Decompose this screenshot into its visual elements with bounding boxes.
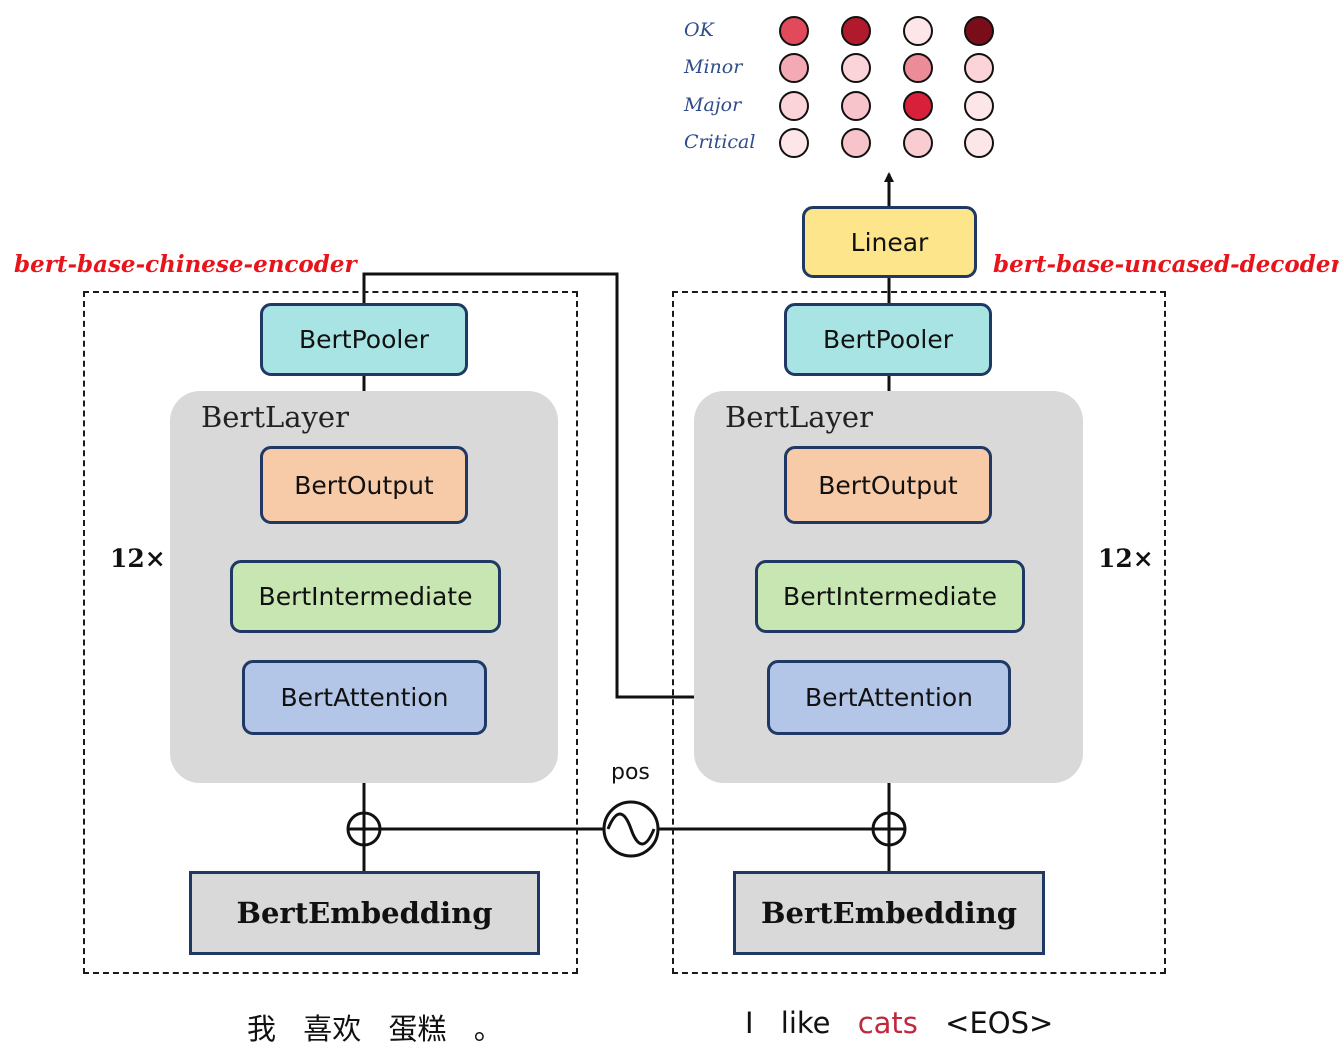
linear-layer: Linear [802, 206, 977, 278]
class-probability-dot [779, 16, 809, 46]
class-probability-dot [903, 128, 933, 158]
add-node-decoder [871, 811, 907, 847]
decoder-bert-output: BertOutput [784, 446, 992, 524]
class-probability-matrix [779, 16, 994, 158]
source-token: 我 [247, 1012, 277, 1046]
encoder-bert-embedding: BertEmbedding [189, 871, 540, 955]
encoder-bert-pooler: BertPooler [260, 303, 468, 376]
class-probability-dot [779, 91, 809, 121]
decoder-layer-label: BertLayer [725, 400, 873, 434]
source-token: 。 [473, 1012, 503, 1046]
encoder-container [83, 291, 578, 974]
decoder-bert-pooler-label: BertPooler [823, 325, 953, 354]
class-probability-dot [903, 16, 933, 46]
positional-encoding-icon [602, 800, 660, 858]
decoder-bert-attention-label: BertAttention [805, 683, 973, 712]
decoder-container [672, 291, 1166, 974]
class-probability-dot [779, 128, 809, 158]
encoder-bert-intermediate: BertIntermediate [230, 560, 501, 633]
class-probability-dot [964, 53, 994, 83]
decoder-bert-intermediate: BertIntermediate [755, 560, 1025, 633]
target-token: like [780, 1006, 831, 1040]
decoder-bert-output-label: BertOutput [818, 470, 958, 500]
encoder-bert-pooler-label: BertPooler [299, 325, 429, 354]
encoder-title: bert-base-chinese-encoder [14, 251, 357, 278]
class-probability-dot [841, 91, 871, 121]
target-token-highlighted: cats [857, 1006, 918, 1040]
decoder-bert-pooler: BertPooler [784, 303, 992, 376]
class-probability-dot [903, 91, 933, 121]
class-probability-dot [779, 53, 809, 83]
class-probability-dot [841, 53, 871, 83]
encoder-bert-attention: BertAttention [242, 660, 487, 735]
source-token: 喜欢 [303, 1012, 362, 1046]
class-probability-dot [964, 128, 994, 158]
encoder-layer-label: BertLayer [201, 400, 349, 434]
encoder-bert-output-label: BertOutput [294, 470, 434, 500]
decoder-bert-embedding-label: BertEmbedding [760, 896, 1018, 930]
class-label-critical: Critical [684, 131, 756, 153]
class-label-minor: Minor [684, 56, 743, 78]
encoder-bert-intermediate-label: BertIntermediate [258, 582, 473, 611]
source-tokens: 我 喜欢 蛋糕 。 [247, 1006, 521, 1048]
encoder-bert-output: BertOutput [260, 446, 468, 524]
linear-layer-label: Linear [850, 227, 929, 257]
class-label-major: Major [684, 94, 742, 116]
target-token: <EOS> [945, 1006, 1054, 1040]
class-probability-dot [841, 16, 871, 46]
class-probability-dot [964, 16, 994, 46]
decoder-repeat-count: 12× [1098, 544, 1154, 573]
pos-label: pos [611, 760, 650, 785]
decoder-bert-intermediate-label: BertIntermediate [783, 582, 997, 611]
class-label-ok: OK [684, 19, 714, 41]
source-token: 蛋糕 [388, 1012, 447, 1046]
class-probability-dot [903, 53, 933, 83]
encoder-repeat-count: 12× [110, 544, 166, 573]
encoder-bert-embedding-label: BertEmbedding [236, 896, 493, 930]
decoder-title: bert-base-uncased-decoder [993, 251, 1339, 278]
encoder-bert-attention-label: BertAttention [280, 683, 449, 712]
class-probability-dot [964, 91, 994, 121]
decoder-bert-attention: BertAttention [767, 660, 1011, 735]
class-probability-dot [841, 128, 871, 158]
decoder-bert-embedding: BertEmbedding [733, 871, 1045, 955]
target-tokens: I like cats <EOS> [745, 1006, 1071, 1040]
target-token: I [745, 1006, 754, 1040]
add-node-encoder [346, 811, 382, 847]
